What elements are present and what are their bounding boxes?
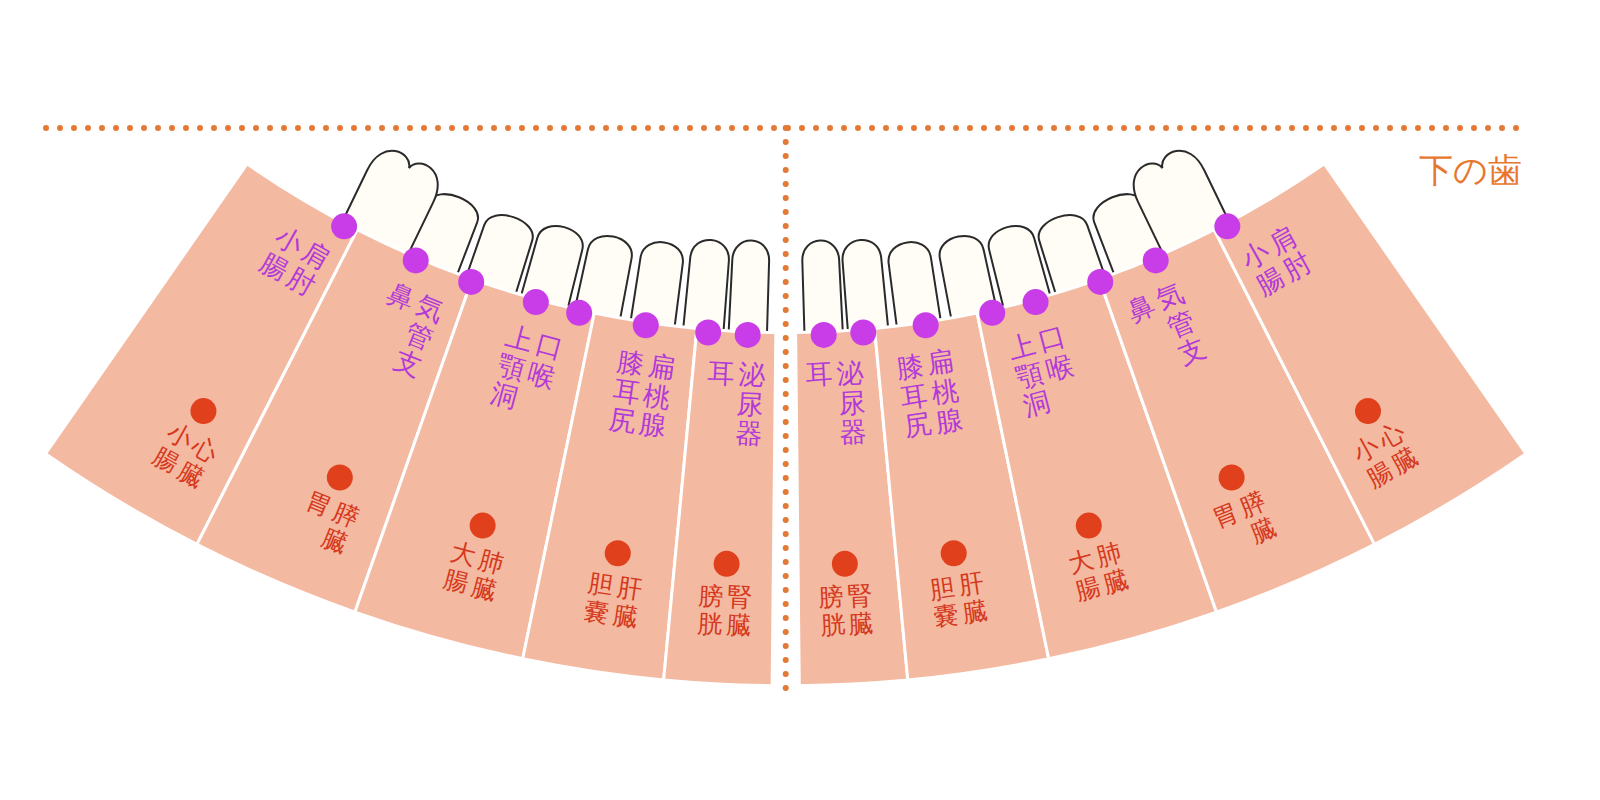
band-wedge bbox=[664, 328, 776, 685]
tooth-point bbox=[458, 269, 484, 295]
tooth-point bbox=[1143, 247, 1169, 273]
tooth-point bbox=[695, 319, 721, 345]
tooth-point bbox=[633, 312, 659, 338]
tooth-point bbox=[850, 319, 876, 345]
organ-point bbox=[470, 513, 496, 539]
organ-label-group: 肝臓胆嚢 bbox=[928, 569, 989, 631]
organ-point bbox=[1219, 465, 1245, 491]
body-part-label: 泌尿器 bbox=[735, 359, 766, 449]
organ-label: 腎臓 bbox=[847, 582, 875, 638]
tooth-point bbox=[811, 322, 837, 348]
body-part-label: 泌尿器 bbox=[836, 358, 867, 448]
organ-point bbox=[941, 540, 967, 566]
organ-point bbox=[327, 465, 353, 491]
tooth-point bbox=[1214, 213, 1240, 239]
body-part-label: 耳 bbox=[707, 358, 735, 389]
dotted-midline bbox=[783, 128, 789, 694]
body-part-label-group: 泌尿器耳 bbox=[704, 358, 766, 450]
tooth-point bbox=[735, 322, 761, 348]
organ-point bbox=[714, 551, 740, 577]
tooth-point bbox=[523, 289, 549, 315]
organ-label: 膀胱 bbox=[818, 583, 846, 639]
organ-point bbox=[1355, 398, 1381, 424]
organ-point bbox=[832, 551, 858, 577]
tooth-point bbox=[403, 247, 429, 273]
tooth-point bbox=[566, 300, 592, 326]
organ-point bbox=[190, 398, 216, 424]
body-part-label-group: 扁桃腺膝耳尻 bbox=[894, 346, 964, 442]
tooth-point bbox=[979, 300, 1005, 326]
organ-label-group: 肝臓胆嚢 bbox=[582, 569, 643, 631]
body-part-label-group: 泌尿器耳 bbox=[805, 358, 867, 450]
tooth-zone-band: 泌尿器耳腎臓膀胱 bbox=[661, 326, 778, 688]
organ-point bbox=[1076, 513, 1102, 539]
organ-label-group: 腎臓膀胱 bbox=[818, 582, 875, 640]
organ-point bbox=[605, 540, 631, 566]
tooth-point bbox=[1023, 289, 1049, 315]
organ-label-group: 腎臓膀胱 bbox=[697, 582, 754, 640]
band-wedge bbox=[1214, 164, 1526, 545]
tooth-point bbox=[913, 312, 939, 338]
body-part-label: 耳 bbox=[805, 359, 833, 390]
chart-heading: 下の歯 bbox=[1419, 148, 1522, 194]
organ-label: 膀胱 bbox=[697, 582, 725, 638]
tooth-point bbox=[331, 213, 357, 239]
tooth-point bbox=[1087, 269, 1113, 295]
organ-label: 腎臓 bbox=[726, 583, 754, 639]
